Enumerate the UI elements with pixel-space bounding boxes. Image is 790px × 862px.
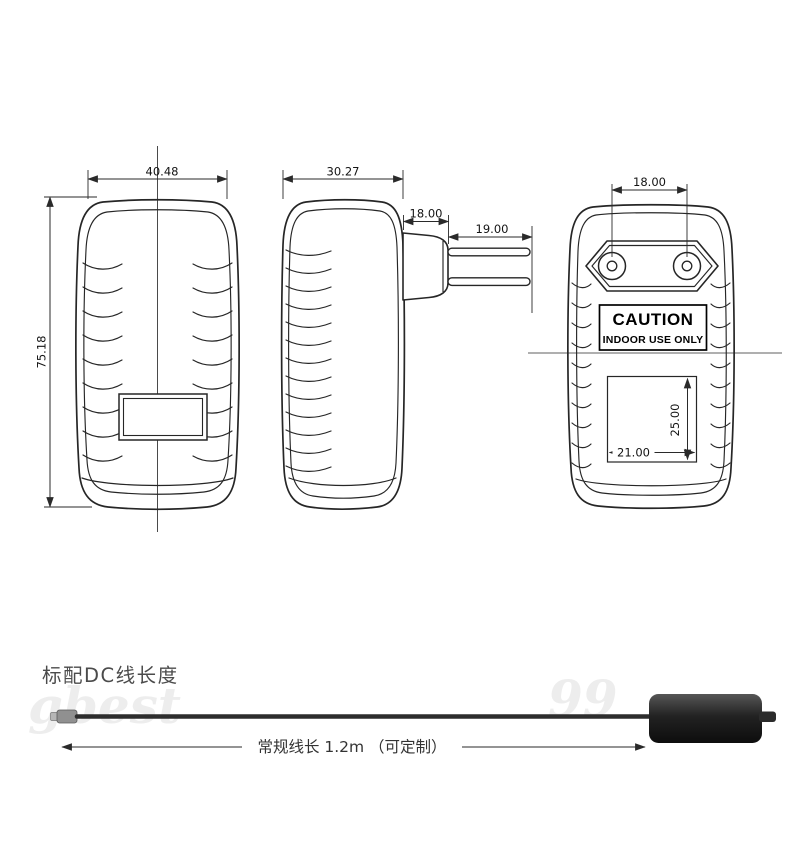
cable-length-note: 常规线长 1.2m （可定制） bbox=[257, 738, 446, 756]
front-body-outline bbox=[75, 198, 240, 511]
back-body-inner-outline bbox=[576, 212, 727, 496]
dim-pin-length: 19.00 bbox=[447, 222, 533, 313]
side-body-inner-outline bbox=[288, 208, 399, 499]
dim-plug-base: 18.00 bbox=[402, 207, 450, 244]
cable-section: 标配DC线长度 常规线长 1.2m （可定制） bbox=[42, 664, 776, 756]
front-right-ribs bbox=[192, 262, 233, 462]
side-bottom-seam bbox=[288, 477, 397, 487]
dim-front-height: 75.18 bbox=[35, 196, 97, 508]
watermark-right: 99 bbox=[548, 669, 618, 728]
adapter-brick bbox=[649, 694, 762, 743]
caution-subtitle: INDOOR USE ONLY bbox=[603, 334, 704, 346]
label-height-value: 25.00 bbox=[668, 404, 682, 437]
plug-pin-bottom bbox=[447, 277, 531, 287]
side-body-outline bbox=[280, 198, 406, 511]
plug-base-value: 18.00 bbox=[410, 207, 443, 221]
pin-recess-inner bbox=[591, 244, 713, 288]
section-title: 标配DC线长度 bbox=[42, 664, 179, 687]
dim-front-width: 40.48 bbox=[87, 165, 228, 199]
front-left-ribs bbox=[82, 262, 123, 462]
plug-base bbox=[402, 232, 449, 301]
caution-title: CAUTION bbox=[613, 310, 694, 329]
pin-hole-right-center bbox=[681, 260, 693, 272]
front-bottom-seam bbox=[81, 477, 234, 487]
front-height-value: 75.18 bbox=[35, 336, 49, 369]
pin-hole-left-center bbox=[606, 260, 618, 272]
cable-illustration bbox=[50, 694, 776, 743]
back-view: 18.00 CAUTION INDOOR USE ONLY 25.00 21.0… bbox=[528, 175, 782, 510]
watermark-left: gbest bbox=[28, 676, 181, 735]
side-view: 30.27 18.00 19.00 bbox=[280, 165, 533, 511]
back-left-ribs bbox=[571, 282, 592, 469]
pin-length-value: 19.00 bbox=[476, 222, 509, 236]
label-width-value: 21.00 bbox=[617, 446, 650, 460]
dc-connector bbox=[56, 709, 78, 724]
cable-dimension: 常规线长 1.2m （可定制） bbox=[61, 738, 646, 756]
side-ribs bbox=[285, 249, 332, 472]
front-width-value: 40.48 bbox=[146, 165, 179, 179]
plug-pin-top bbox=[447, 247, 531, 257]
caution-label: CAUTION INDOOR USE ONLY bbox=[598, 304, 708, 351]
dim-side-depth: 30.27 bbox=[282, 165, 404, 199]
dim-pin-spacing: 18.00 bbox=[611, 175, 688, 257]
front-body-inner-outline bbox=[83, 209, 232, 495]
brick-plug-stub bbox=[759, 711, 776, 722]
pin-spacing-value: 18.00 bbox=[633, 175, 666, 189]
back-body-outline bbox=[567, 203, 735, 510]
front-view: 40.48 75.18 bbox=[35, 146, 240, 532]
back-bottom-seam bbox=[575, 478, 727, 487]
side-depth-value: 30.27 bbox=[327, 165, 360, 179]
back-right-ribs bbox=[710, 282, 731, 469]
front-label-rect-inner bbox=[122, 397, 204, 437]
spec-label: 25.00 21.00 bbox=[606, 375, 698, 463]
